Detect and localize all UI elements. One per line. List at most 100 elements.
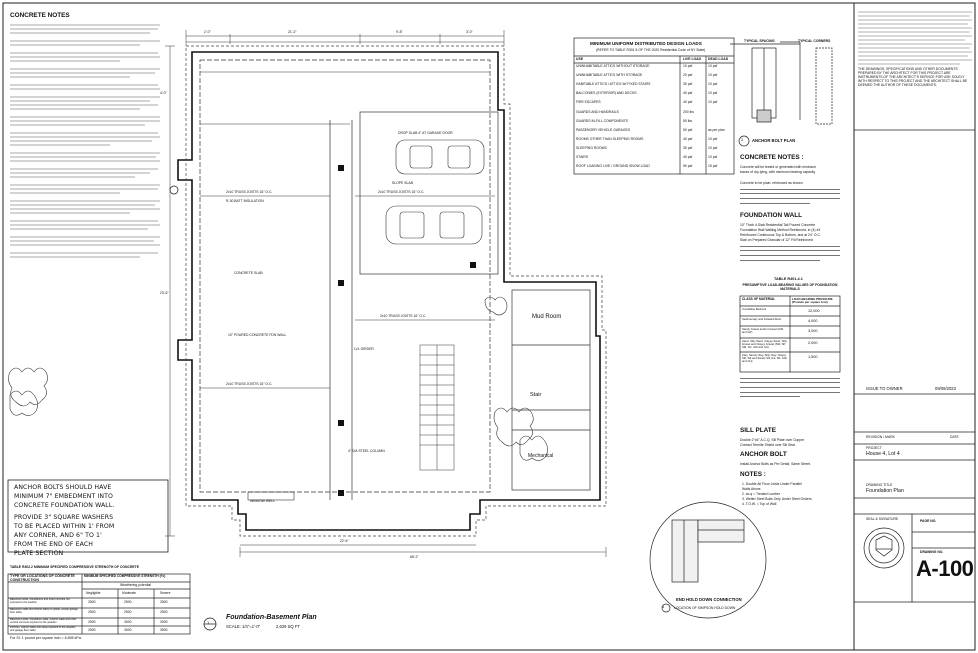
drop-slab-label: DROP SLAB 4" AT GARAGE DOOR [398,131,453,135]
dim-left-2: 23'-6" [160,291,169,295]
concrete-notes-text-block [10,24,160,258]
bearing-material-cell: Sandy Gravel and/or Gravel (GW and GP) [742,327,784,334]
exposure-col-type: TYPE OR LOCATIONS OF CONCRETE CONSTRUCTI… [10,574,75,582]
live-load-value-cell: 200 lbs [683,109,694,114]
bearing-table-title: TABLE R401.4.1 [774,277,803,281]
section-marker-number: 1 [207,620,210,625]
anchor-note-line-8: PLATE SECTION [14,550,64,557]
anchor-note-line-1: ANCHOR BOLTS SHOULD HAVE [14,484,112,491]
concrete-notes-right-title: CONCRETE NOTES : [740,154,804,161]
bearing-material-cell: Sand, Silty Sand, Clayey Sand, Silty Gra… [742,339,787,349]
date-label: DATE [950,435,959,439]
notes-item-4: 4. T.O.W. = Top of Wall [742,502,777,506]
live-load-header-live: LIVE LOAD [683,57,702,61]
live-load-use-cell: GUARDS AND HANDRAILS [576,109,619,114]
anchor-note-line-5: TO BE PLACED WITHIN 1' FROM [14,523,115,530]
joist-note-3: 2x10 TRUSS JOISTS 16" O.C. [226,382,273,386]
exposure-strength-cell: 3000 [124,620,132,624]
title-block-disclaimer: THE DRAWINGS, SPECIFICATIONS AND OTHER D… [858,67,968,87]
live-load-use-cell: BALCONIES (EXTERIOR) AND DECKS [576,91,637,96]
project-label: PROJECT [866,446,882,450]
anchor-note-box [7,479,169,553]
live-load-use-cell: STAIRS [576,155,588,159]
live-load-use-cell: PASSENGER VEHICLE GARAGES [576,127,631,132]
stair-symbol [419,344,455,471]
foundation-wall-4: Slab on Prepared Granular of 12" Fill Re… [740,238,813,242]
live-load-value-cell: 40 psf [683,155,693,159]
foundation-wall-1: 10" Thick 4-Slab Residential Tall Poured… [740,223,815,227]
room-label-mud-room: Mud Room [532,314,562,320]
exposure-strength-cell: 3000 [160,620,168,624]
live-load-value-cell: 50 lbs [683,118,693,123]
live-load-use-cell: SLEEPING ROOMS [576,145,607,150]
bearing-pressure-cell: 2,000 [808,341,818,345]
page-no-label: PAGE NO. [920,519,937,523]
drawing-no-label: DRAWING NO. [920,550,944,554]
dim-top-1: 2'-0" [204,30,211,34]
live-load-use-cell: ROOF LOADING LIVE / GROUND SNOW LOAD [576,164,650,169]
exposure-strength-cell: 2500 [160,610,168,614]
dead-load-value-cell: 10 psf [708,73,718,78]
exposure-level-1: Negligible [86,591,101,595]
foundation-wall-title: FOUNDATION WALL [740,212,803,219]
seal-label: SEAL & SIGNATURE [866,517,899,521]
dead-load-value-cell: as per plan [708,127,725,132]
foundation-wall-outline [177,51,601,531]
dead-load-value-cell: 10 psf [708,155,718,159]
plan-area: 2,629 SQ FT [276,624,300,629]
exposure-col-strength: MINIMUM SPECIFIED COMPRESSIVE STRENGTH (… [84,574,166,578]
anchor-note-line-6: ANY CORNER, AND 6" TO 1' [14,532,102,539]
typical-corners-label: TYPICAL CORNERS [798,39,831,43]
anchor-note-line-7: FROM THE END OF EACH [14,541,94,548]
anchor-bolt-title: ANCHOR BOLT [740,451,787,458]
window-well [247,491,295,501]
live-load-header-use: USE [576,57,583,61]
exposure-type-cell: Porches, carport slabs and steps exposed… [10,626,77,632]
dim-top-2: 21'-2" [288,30,297,34]
live-load-value-cell: 50 psf [683,127,693,132]
exposure-type-cell: Basement walls, foundations and other co… [10,598,70,604]
concrete-notes-right-1: Concrete will be tested or generated wit… [740,165,817,169]
dead-load-value-cell: 15 psf [708,164,718,169]
footing-outline [185,45,607,537]
dead-load-value-cell: 10 psf [708,100,718,105]
room-label-mechanical: Mechanical [528,453,554,459]
disclaimer-text-lines [858,11,972,65]
exposure-strength-cell: 2500 [124,610,132,614]
dead-load-value-cell: 10 psf [708,91,718,96]
live-load-value-cell: 40 psf [683,100,693,105]
anchor-bolt-1: Install Anchor Bolts as Per Detail, Same… [740,462,811,466]
live-load-use-cell: UNINHABITABLE ATTICS WITH STORAGE [576,73,643,78]
dim-top-3: 9'-8" [396,30,403,34]
concrete-notes-title: CONCRETE NOTES [10,12,70,19]
typical-spacing-label: TYPICAL SPACING [744,39,775,43]
exposure-type-cell: Basement walls, foundation walls, exteri… [10,618,77,624]
exposure-strength-cell: 2500 [88,610,96,614]
live-load-value-cell: 50 psf [683,164,693,169]
exposure-strength-cell: 2500 [88,628,96,632]
joist-note-2: 2x10 TRUSS JOISTS 16" O.C. [378,190,425,194]
concrete-notes-right-filler [740,186,840,205]
sheet-number: A-100 [916,556,974,581]
girder-note: LVL GIRDER [354,347,374,351]
title-block-grid [854,129,975,603]
concrete-notes-right-2: traces of dry-tying, with minimum bearin… [740,170,816,174]
hold-down-note: LOCATION OF SIMPSON HOLD DOWN [674,606,736,610]
steel-column-note: 4" DIA STEEL COLUMN [348,449,385,453]
joist-note-1: 2x10 TRUSS JOISTS 16" O.C. [226,190,273,194]
joist-span-lines [200,71,495,389]
live-load-use-cell: ROOMS OTHER THAN SLEEPING ROOMS [576,136,644,141]
hold-down-detail-number: 1 [662,604,665,609]
exposure-table-title: TABLE R402.2 MINIMUM SPECIFIED COMPRESSI… [10,565,139,569]
car-symbols [385,139,485,245]
dead-load-value-cell: 10 psf [708,145,718,150]
bearing-table-grid [739,295,841,373]
anchor-note-line-3: CONCRETE FOUNDATION WALL. [14,502,115,509]
issue-label: ISSUE TO OWNER [866,386,903,391]
live-load-value-cell: 20 psf [683,73,693,78]
slope-slab-label: SLOPE SLAB [392,181,413,185]
hold-down-detail [649,501,767,619]
notes-item-2: 2. ac.q = Treated Lumber [742,492,780,496]
live-load-title: MINIMUM UNIFORM DISTRIBUTED DESIGN LOADS [590,41,702,46]
ny-architect-seal [863,527,905,569]
